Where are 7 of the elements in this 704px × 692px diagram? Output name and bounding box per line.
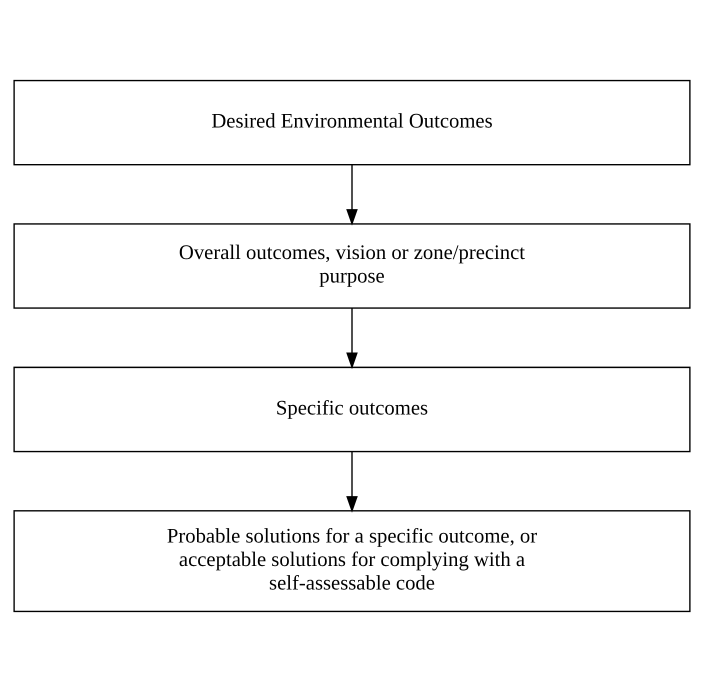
- node-box: Overall outcomes, vision or zone/precinct purpose: [13, 223, 691, 309]
- arrow: [346, 452, 358, 513]
- node-box: Desired Environmental Outcomes: [13, 80, 691, 166]
- node-box: Specific outcomes: [13, 366, 691, 452]
- arrow: [346, 308, 358, 370]
- arrow: [346, 164, 358, 226]
- node-box: Probable solutions for a specific outcome, or acceptable solutions for complying with a self-assessable code: [13, 510, 691, 612]
